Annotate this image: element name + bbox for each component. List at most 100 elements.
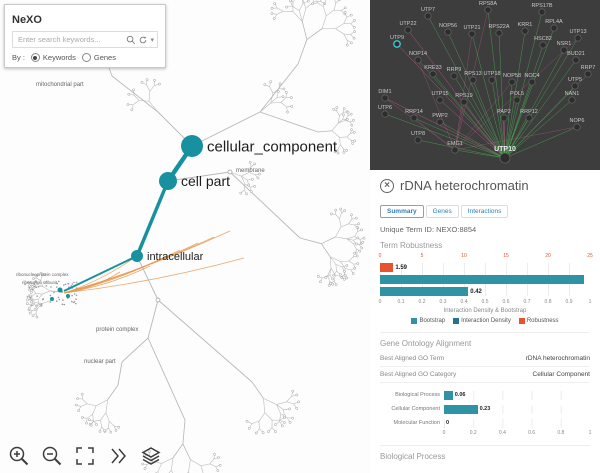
tree-label-ribonucleoprotein-complex: ribonucleoprotein complex xyxy=(16,272,69,277)
gene-node-NSR1[interactable]: NSR1 xyxy=(557,41,572,54)
term-robustness-heading: Term Robustness xyxy=(380,241,443,250)
svg-text:cellular_component: cellular_component xyxy=(207,138,338,155)
zoom-out-button[interactable] xyxy=(41,445,63,467)
gene-node-DIM1[interactable]: DIM1 xyxy=(378,89,392,102)
zoom-in-button[interactable] xyxy=(8,445,30,467)
gene-node-PWP2[interactable]: PWP2 xyxy=(432,113,448,126)
view-toolbar xyxy=(8,445,162,467)
gene-node-KRE33[interactable]: KRE33 xyxy=(424,65,442,78)
tab-interactions[interactable]: Interactions xyxy=(460,205,509,218)
svg-text:DIM1: DIM1 xyxy=(378,89,391,95)
svg-text:UTP7: UTP7 xyxy=(421,7,435,13)
svg-text:NOP58: NOP58 xyxy=(503,73,521,79)
svg-text:RPS19: RPS19 xyxy=(455,93,472,99)
chevron-down-icon[interactable]: ▾ xyxy=(150,36,154,44)
gene-node-NOP6[interactable]: NOP6 xyxy=(570,118,585,131)
svg-text:UTP15: UTP15 xyxy=(431,91,448,97)
bottom-axis-label: Interaction Density & Bootstrap xyxy=(443,308,527,314)
tree-node-cell-part[interactable]: cell part xyxy=(159,172,230,190)
svg-text:RPS13: RPS13 xyxy=(464,71,481,77)
gene-node-UTP18[interactable]: UTP18 xyxy=(483,71,501,84)
svg-text:UTP22: UTP22 xyxy=(399,21,416,27)
interaction-network-canvas[interactable]: UTP7 RPS8A RPS17B UTP22 NOP56 UTP21 RPS22A KRR1… xyxy=(370,0,600,170)
gene-node-RPS13[interactable]: RPS13 xyxy=(464,71,482,84)
gene-node-RPS8A[interactable]: RPS8A xyxy=(479,1,497,14)
svg-text:NOC4: NOC4 xyxy=(524,73,539,79)
gene-node-NOC4[interactable]: NOC4 xyxy=(524,73,540,86)
gene-node-NOP56[interactable]: NOP56 xyxy=(439,23,457,36)
gene-node-NAN1[interactable]: NAN1 xyxy=(565,91,580,104)
svg-text:RPL4A: RPL4A xyxy=(545,19,563,25)
tree-node-cellular_component[interactable]: cellular_component xyxy=(181,135,338,157)
gene-node-UTP7[interactable]: UTP7 xyxy=(421,7,435,20)
gene-node-EMG1[interactable]: EMG1 xyxy=(447,141,463,154)
gene-node-NOP14[interactable]: NOP14 xyxy=(409,51,427,64)
svg-text:UTP6: UTP6 xyxy=(378,105,392,111)
by-label: By : xyxy=(12,53,25,62)
svg-text:PAP2: PAP2 xyxy=(497,109,511,115)
gene-node-RPS17B[interactable]: RPS17B xyxy=(531,3,553,16)
gene-node-UTP6[interactable]: UTP6 xyxy=(378,105,392,118)
gene-node-BUD21[interactable]: BUD21 xyxy=(567,51,585,64)
gene-node-POL5[interactable]: POL5 xyxy=(510,91,524,104)
radio-genes[interactable]: Genes xyxy=(81,53,116,62)
svg-text:RPS8A: RPS8A xyxy=(479,1,497,7)
gene-node-RPS22A[interactable]: RPS22A xyxy=(488,24,510,37)
gene-node-UTP22[interactable]: UTP22 xyxy=(399,21,417,34)
gene-node-UTP8[interactable]: UTP8 xyxy=(411,131,425,144)
gene-node-RPS19[interactable]: RPS19 xyxy=(455,93,473,106)
gene-node-RRP12[interactable]: RRP12 xyxy=(520,109,538,122)
close-icon[interactable]: × xyxy=(380,178,394,193)
gene-node-RPL4A[interactable]: RPL4A xyxy=(545,19,563,32)
gene-node-KRR1[interactable]: KRR1 xyxy=(518,22,533,35)
svg-text:RPS17B: RPS17B xyxy=(531,3,552,9)
tree-node-intracellular[interactable]: intracellular xyxy=(131,250,204,263)
expand-button[interactable] xyxy=(107,445,129,467)
gene-node-NOP58[interactable]: NOP58 xyxy=(503,73,521,86)
biological-process-heading: Biological Process xyxy=(380,445,590,461)
gene-node-UTP9[interactable]: UTP9 xyxy=(390,35,404,48)
svg-text:UTP13: UTP13 xyxy=(569,29,586,35)
gene-node-PAP2[interactable]: PAP2 xyxy=(497,109,511,122)
fit-screen-button[interactable] xyxy=(74,445,96,467)
svg-text:cell part: cell part xyxy=(181,173,230,189)
svg-text:NAN1: NAN1 xyxy=(565,91,580,97)
svg-text:BUD21: BUD21 xyxy=(567,51,585,57)
tab-summary[interactable]: Summary xyxy=(380,205,424,218)
term-title: rDNA heterochromatin xyxy=(400,178,529,193)
svg-text:KRR1: KRR1 xyxy=(518,22,533,28)
reset-icon[interactable] xyxy=(138,35,148,45)
svg-text:UTP5: UTP5 xyxy=(568,77,582,83)
gene-node-RRP14[interactable]: RRP14 xyxy=(405,109,423,122)
gene-node-UTP13[interactable]: UTP13 xyxy=(569,29,587,42)
svg-text:RPS22A: RPS22A xyxy=(488,24,509,30)
tree-label-ribosomal-subunit: ribosomal subunit xyxy=(22,280,58,285)
search-input[interactable] xyxy=(16,34,125,45)
svg-text:NOP14: NOP14 xyxy=(409,51,427,57)
tab-genes[interactable]: Genes xyxy=(425,205,459,218)
radio-keywords[interactable]: Keywords xyxy=(30,53,76,62)
bar-robustness xyxy=(380,263,394,272)
svg-text:UTP10: UTP10 xyxy=(494,146,516,153)
gene-node-UTP21[interactable]: UTP21 xyxy=(463,25,481,38)
gene-node-UTP15[interactable]: UTP15 xyxy=(431,91,449,104)
gene-node-HSC82[interactable]: HSC82 xyxy=(534,36,552,49)
search-icon[interactable] xyxy=(126,35,136,45)
gene-node-RRP9[interactable]: RRP9 xyxy=(447,67,462,80)
svg-text:NOP6: NOP6 xyxy=(570,118,585,124)
svg-text:UTP21: UTP21 xyxy=(463,25,480,31)
layers-button[interactable] xyxy=(140,445,162,467)
gene-node-UTP5[interactable]: UTP5 xyxy=(568,77,582,90)
gene-node-UTP10[interactable]: UTP10 xyxy=(494,146,516,164)
gene-node-RRP7[interactable]: RRP7 xyxy=(581,65,596,78)
